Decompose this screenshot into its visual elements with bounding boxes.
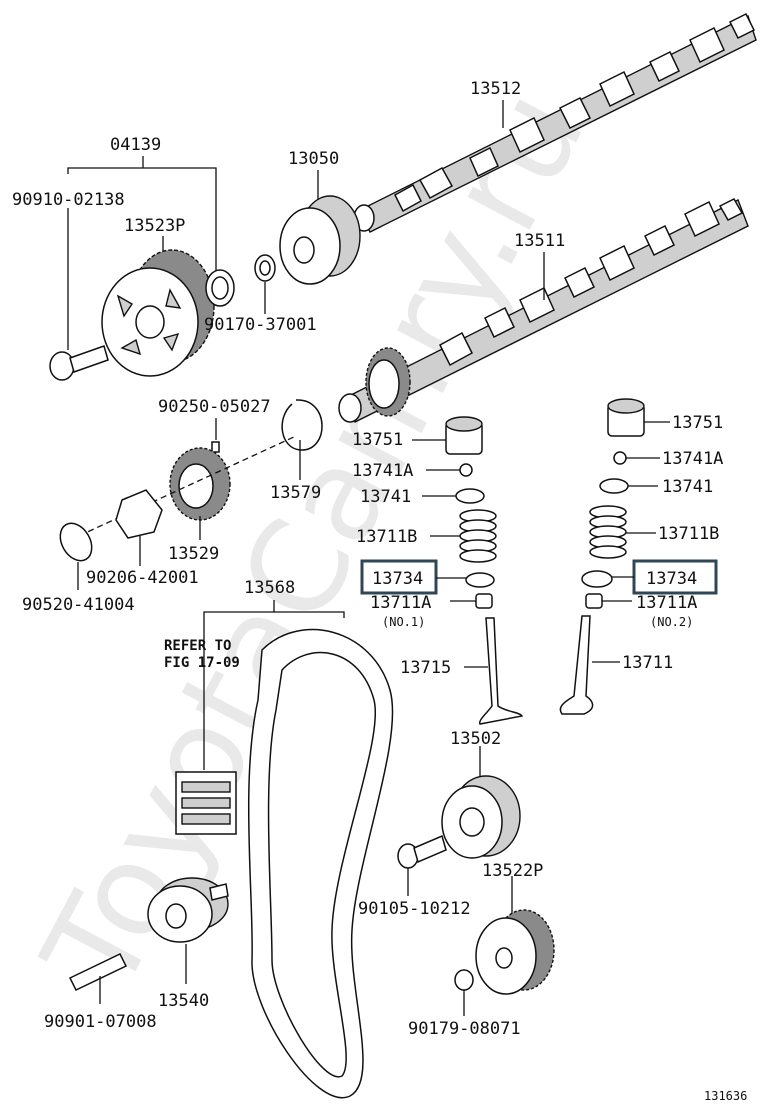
label-13050: 13050: [288, 149, 339, 169]
label-13512: 13512: [470, 79, 521, 99]
label-no1: (NO.1): [382, 615, 425, 629]
bolt-90910-02138[interactable]: [49, 345, 109, 381]
oring-90520-41004[interactable]: [54, 518, 98, 567]
shim-13741A-no1[interactable]: [459, 463, 473, 477]
label-13529: 13529: [168, 544, 219, 564]
timing-belt-13568[interactable]: [247, 628, 394, 1099]
label-13568: 13568: [244, 578, 295, 598]
retainer-13741-no2[interactable]: [599, 478, 629, 494]
label-13751-no1: 13751: [352, 430, 403, 450]
spring-13711B-no2[interactable]: [589, 505, 627, 559]
figure-id: 131636: [704, 1089, 747, 1103]
label-13711: 13711: [622, 653, 673, 673]
valve-13711[interactable]: [559, 615, 594, 715]
label-13579: 13579: [270, 483, 321, 503]
tensioner-13540[interactable]: [147, 877, 229, 943]
label-13734-no2[interactable]: 13734: [646, 569, 697, 589]
label-04139: 04139: [110, 135, 161, 155]
lifter-13751-no1[interactable]: [445, 416, 483, 455]
label-13523P: 13523P: [124, 216, 185, 236]
gear-13529[interactable]: [169, 447, 231, 521]
label-13711B-no1: 13711B: [356, 527, 417, 547]
vvt-gear-13050[interactable]: [279, 195, 361, 285]
shim-13741A-no2[interactable]: [613, 451, 627, 465]
label-13540: 13540: [158, 991, 209, 1011]
refer-document-icon[interactable]: [175, 771, 237, 835]
label-13741-no1: 13741: [360, 487, 411, 507]
label-90179-08071: 90179-08071: [408, 1019, 521, 1039]
label-90250-05027: 90250-05027: [158, 397, 271, 417]
seal-13711A-no1[interactable]: [475, 593, 493, 609]
label-13751-no2: 13751: [672, 413, 723, 433]
pulley-13522P[interactable]: [475, 909, 555, 995]
label-13741-no2: 13741: [662, 477, 713, 497]
label-90901-07008: 90901-07008: [44, 1012, 157, 1032]
label-13715: 13715: [400, 658, 451, 678]
bolt-90105-10212[interactable]: [397, 834, 447, 869]
lifter-13751-no2[interactable]: [607, 398, 645, 437]
pulley-13523P[interactable]: [101, 249, 215, 377]
label-13502: 13502: [450, 729, 501, 749]
label-13711B-no2: 13711B: [658, 524, 719, 544]
label-13741A-no2: 13741A: [662, 449, 723, 469]
spring-13711B-no1[interactable]: [459, 509, 497, 563]
camshaft-13511[interactable]: [338, 198, 749, 423]
washer-90170[interactable]: [254, 254, 276, 282]
idler-pulley-13502[interactable]: [441, 775, 521, 859]
pin-90250-05027[interactable]: [211, 441, 220, 453]
refer-note-line2: FIG 17-09: [164, 655, 240, 671]
seat-13734-no2[interactable]: [581, 570, 613, 588]
seal-90170-37001[interactable]: [205, 269, 235, 307]
label-90206-42001: 90206-42001: [86, 568, 199, 588]
label-13711A-no2: 13711A: [636, 593, 697, 613]
valve-13715[interactable]: [479, 617, 524, 725]
label-90910-02138: 90910-02138: [12, 190, 125, 210]
label-13741A-no1: 13741A: [352, 461, 413, 481]
plate-90206-42001[interactable]: [115, 489, 163, 539]
camshaft-13512[interactable]: [353, 12, 757, 233]
highlight-13734-no1: [360, 559, 438, 595]
label-13734-no1[interactable]: 13734: [372, 569, 423, 589]
refer-note-line1: REFER TO: [164, 638, 231, 654]
label-90105-10212: 90105-10212: [358, 899, 471, 919]
retainer-13741-no1[interactable]: [455, 488, 485, 504]
snap-ring-13579[interactable]: [281, 399, 323, 451]
bolt-90901-07008[interactable]: [68, 953, 128, 991]
label-no2: (NO.2): [650, 615, 693, 629]
nut-90179-08071[interactable]: [454, 969, 474, 991]
seat-13734-no1[interactable]: [465, 572, 495, 588]
label-13511: 13511: [514, 231, 565, 251]
seal-13711A-no2[interactable]: [585, 593, 603, 609]
label-13711A-no1: 13711A: [370, 593, 431, 613]
label-90520-41004: 90520-41004: [22, 595, 135, 615]
label-90170-37001: 90170-37001: [204, 315, 317, 335]
label-13522P: 13522P: [482, 861, 543, 881]
